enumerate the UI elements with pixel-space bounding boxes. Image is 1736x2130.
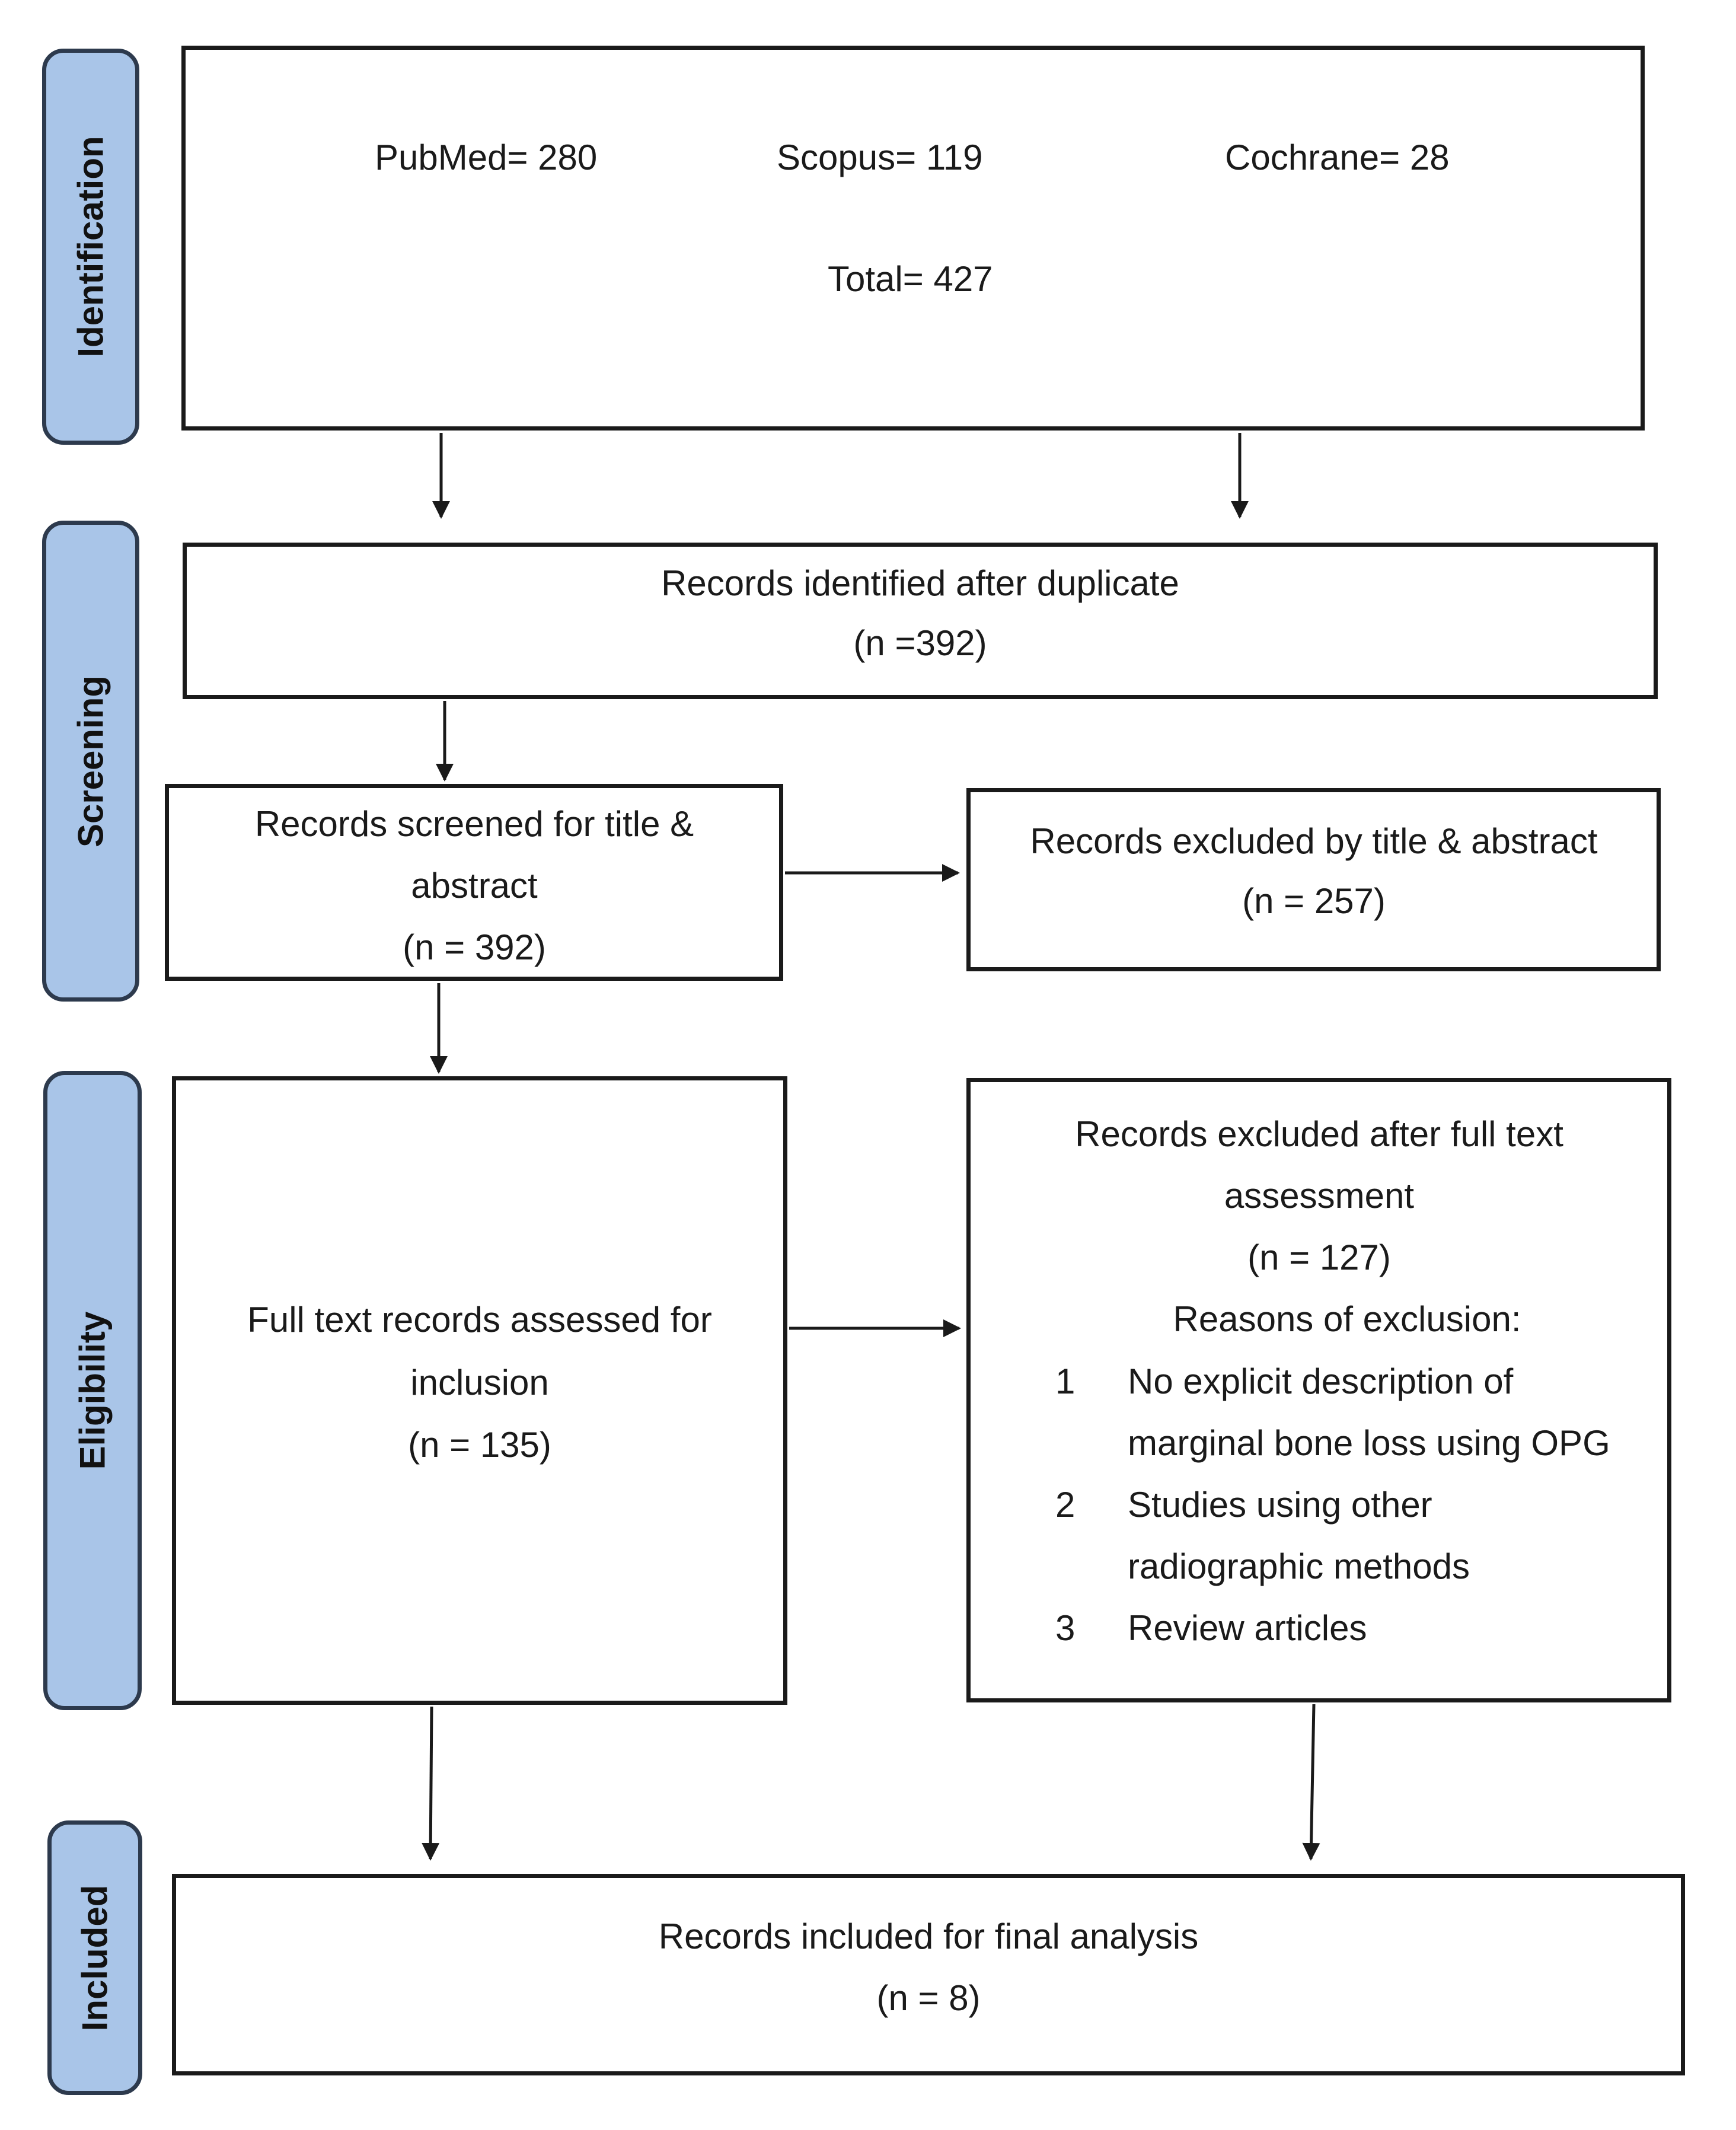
screened-label-line2: abstract bbox=[411, 866, 538, 905]
arrow-fulltext-to-included bbox=[422, 1706, 440, 1861]
screened-box bbox=[165, 784, 783, 981]
scopus-count: Scopus= 119 bbox=[777, 138, 983, 177]
reason-text: Review articles bbox=[1128, 1608, 1367, 1648]
total-count: Total= 427 bbox=[828, 259, 993, 299]
included-count: (n = 8) bbox=[876, 1978, 981, 2018]
phase-included: Included bbox=[47, 1820, 142, 2095]
phase-eligibility: Eligibility bbox=[43, 1071, 142, 1710]
excluded-full-label-line2: assessment bbox=[1224, 1176, 1415, 1216]
phase-screening: Screening bbox=[42, 521, 139, 1002]
screened-count: (n = 392) bbox=[403, 927, 546, 967]
full-text-label-line1: Full text records assessed for bbox=[247, 1300, 712, 1340]
screened-label-line1: Records screened for title & bbox=[254, 804, 694, 844]
after-duplicate-count: (n =392) bbox=[853, 623, 987, 663]
after-duplicate-label: Records identified after duplicate bbox=[661, 563, 1179, 603]
excluded-full-label-line1: Records excluded after full text bbox=[1075, 1114, 1563, 1154]
pubmed-count: PubMed= 280 bbox=[375, 138, 598, 177]
identification-box bbox=[181, 46, 1645, 431]
excluded-full-box bbox=[966, 1078, 1671, 1702]
reason-text: marginal bone loss using OPG bbox=[1128, 1423, 1610, 1463]
full-text-box bbox=[172, 1076, 787, 1705]
phase-identification: Identification bbox=[42, 49, 139, 445]
excluded-full-count: (n = 127) bbox=[1247, 1238, 1391, 1277]
reason-number: 1 bbox=[1055, 1361, 1076, 1401]
excluded-title-count: (n = 257) bbox=[1242, 881, 1386, 921]
after-duplicate-box bbox=[183, 543, 1658, 699]
included-label: Records included for final analysis bbox=[658, 1917, 1199, 1956]
excluded-title-label: Records excluded by title & abstract bbox=[1030, 821, 1598, 861]
full-text-label-line2: inclusion bbox=[410, 1363, 549, 1402]
reason-number: 3 bbox=[1055, 1608, 1076, 1648]
reason-number: 2 bbox=[1055, 1485, 1076, 1525]
full-text-count: (n = 135) bbox=[408, 1425, 551, 1465]
exclusion-reasons-title: Reasons of exclusion: bbox=[1173, 1299, 1521, 1339]
reason-text: No explicit description of bbox=[1128, 1361, 1514, 1401]
excluded-title-box bbox=[966, 788, 1661, 971]
arrow-excluded-to-included bbox=[1302, 1704, 1320, 1861]
reason-text: Studies using other bbox=[1128, 1485, 1432, 1525]
reason-text: radiographic methods bbox=[1128, 1547, 1470, 1586]
cochrane-count: Cochrane= 28 bbox=[1225, 138, 1450, 177]
included-box bbox=[172, 1874, 1685, 2075]
